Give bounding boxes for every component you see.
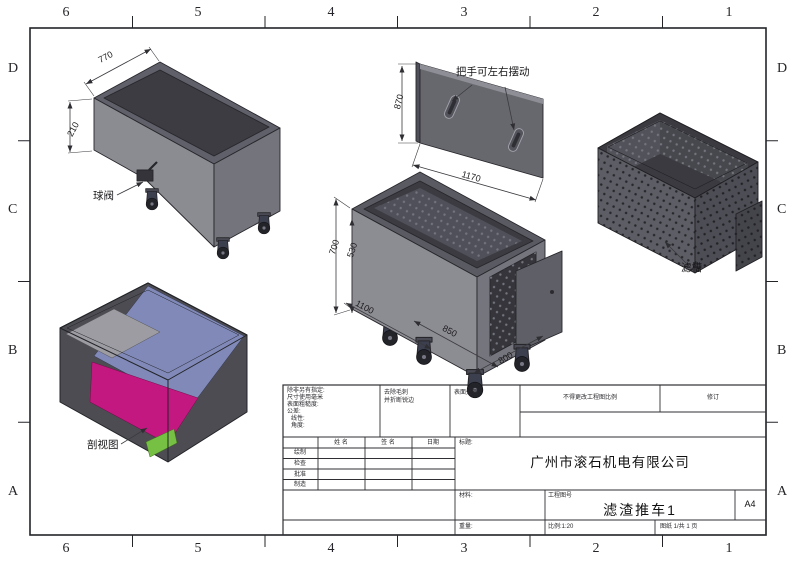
tolerance-line-4: 公差: <box>287 409 301 415</box>
tolerance-line-2: 尺寸使用毫米 <box>287 395 324 401</box>
ball-valve-body <box>136 169 154 182</box>
zone-left-b: B <box>8 343 18 358</box>
zone-top-3: 3 <box>460 5 468 20</box>
maincart-inner-basket-holes <box>374 188 522 261</box>
zone-bottom-4: 4 <box>327 541 335 556</box>
panel-handle-left <box>443 95 461 119</box>
row-manufactured: 制造 <box>293 482 307 488</box>
material-label: 材料: <box>459 493 473 499</box>
column-signature: 签 名 <box>381 440 395 446</box>
label-section-view: 剖视图 <box>87 439 119 451</box>
zone-right-b: B <box>777 343 787 358</box>
leader-handle-left <box>451 84 473 102</box>
caster-wheel <box>216 237 230 260</box>
zone-left-a: A <box>8 484 19 499</box>
view-section <box>59 282 248 463</box>
caster-wheel <box>513 343 531 373</box>
view-handle-panel <box>415 61 544 179</box>
caster-wheel <box>257 212 271 235</box>
view-filter-basket <box>597 112 763 274</box>
basket-inner-wall-right-holes <box>660 120 748 194</box>
view-cart-assembly <box>93 61 281 260</box>
door-handle <box>550 290 554 294</box>
row-checked: 检查 <box>293 461 307 467</box>
deburr-line-1: 去除毛刺 <box>384 390 409 396</box>
cart-front-left-face <box>93 97 215 248</box>
dim-770 <box>83 46 160 97</box>
label-ball-valve: 球阀 <box>93 190 114 202</box>
note-handle-swing: 把手可左右摆动 <box>456 66 530 78</box>
zone-top-2: 2 <box>592 5 600 20</box>
row-drawn: 绘制 <box>293 450 307 456</box>
column-name: 姓 名 <box>334 440 348 446</box>
section-gray-shelf <box>65 308 161 359</box>
zone-right-c: C <box>777 202 787 217</box>
leader-filter-basket <box>664 241 691 268</box>
section-rim-inner <box>66 289 240 374</box>
zone-top-1: 1 <box>725 5 733 20</box>
section-green-strip <box>145 428 178 458</box>
zone-right-a: A <box>777 484 788 499</box>
scale-label: 比例:1:20 <box>548 524 574 530</box>
drawing-number: 滤渣推车1 <box>603 502 677 518</box>
zone-bottom-1: 1 <box>725 541 733 556</box>
dimensions-and-leaders <box>67 46 691 445</box>
tolerance-line-6: 角度: <box>291 423 305 429</box>
zone-top-5: 5 <box>194 5 202 20</box>
caster-wheel <box>415 336 433 366</box>
zone-bottom-5: 5 <box>194 541 202 556</box>
panel-top-band <box>420 64 543 104</box>
section-rim <box>59 282 248 381</box>
panel-handle-right <box>507 128 525 152</box>
title-label: 标题: <box>459 440 473 446</box>
panel-face <box>419 63 544 179</box>
tolerance-line-5: 线性: <box>291 416 305 422</box>
zone-bottom-2: 2 <box>592 541 600 556</box>
leader-ball-valve <box>116 181 144 196</box>
zone-top-4: 4 <box>327 5 335 20</box>
deburr-line-2: 并折断锐边 <box>384 398 415 404</box>
paper-size: A4 <box>744 499 756 509</box>
zone-right-d: D <box>777 61 788 76</box>
leader-handle-right <box>504 86 516 131</box>
row-approved: 批准 <box>293 471 307 478</box>
ball-valve-handle <box>148 161 158 171</box>
weight-label: 重量: <box>459 524 473 530</box>
column-date: 日期 <box>426 440 440 446</box>
finish-label: 表面处理: <box>454 390 480 396</box>
tolerance-line-3: 表面粗糙度: <box>287 402 319 408</box>
zone-top-6: 6 <box>62 5 70 20</box>
dim-210 <box>67 98 93 154</box>
zone-bottom-3: 3 <box>460 541 468 556</box>
cart-interior <box>103 69 270 157</box>
basket-rim-inner <box>607 120 748 190</box>
sheet-count-label: 图纸 1/共 1 页 <box>660 524 698 530</box>
dim-870 <box>398 63 418 144</box>
dim-800 <box>473 335 544 374</box>
label-filter-basket: 滤槽 <box>681 262 702 274</box>
zone-left-c: C <box>8 202 18 217</box>
view-main-cart <box>351 171 563 399</box>
basket-door-holes <box>736 201 762 271</box>
zone-left-d: D <box>8 61 19 76</box>
dwg-no-label: 工程图号 <box>548 493 573 499</box>
zone-bottom-6: 6 <box>62 541 70 556</box>
caster-wheel <box>145 188 159 211</box>
maincart-open-door <box>515 250 563 353</box>
basket-front-left-holes <box>598 148 695 273</box>
do-not-scale-note: 不得更改工程图比例 <box>562 395 618 401</box>
tolerance-line-1: 除非另有指定: <box>287 388 325 394</box>
company-name: 广州市滚石机电有限公司 <box>530 455 690 470</box>
dim-1170 <box>411 143 544 203</box>
revision-label: 修订 <box>706 395 720 401</box>
zone-ticks <box>18 16 778 547</box>
title-block-grid <box>282 384 767 536</box>
panel-edge <box>415 61 421 144</box>
leader-section-view <box>120 427 148 445</box>
